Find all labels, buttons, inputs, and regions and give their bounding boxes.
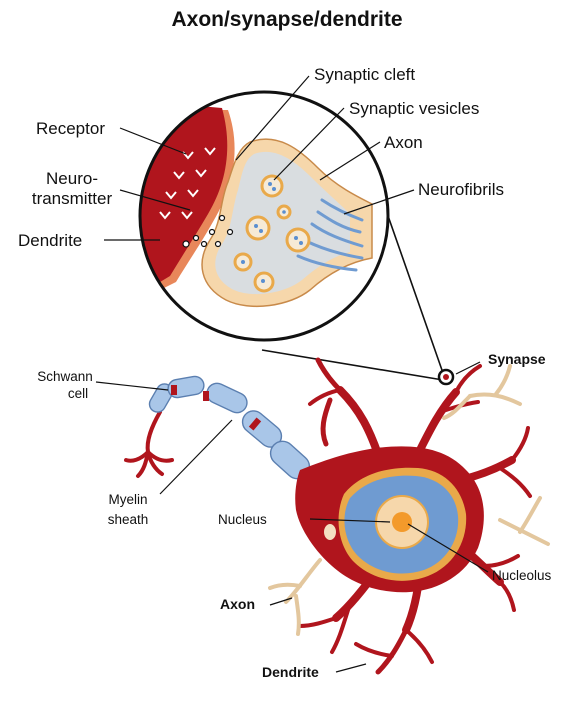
hillock-process bbox=[324, 524, 336, 540]
label-receptor: Receptor bbox=[36, 119, 105, 138]
label-myelin-line2: sheath bbox=[108, 512, 149, 527]
label-axon-top: Axon bbox=[384, 133, 423, 152]
axon-terminal-branches bbox=[126, 412, 172, 476]
magnified-synapse bbox=[130, 80, 410, 360]
label-neuro-line1: Neuro- bbox=[46, 169, 98, 188]
nucleolus bbox=[392, 512, 412, 532]
label-neuro-line2: transmitter bbox=[32, 189, 113, 208]
label-neurofibrils: Neurofibrils bbox=[418, 180, 504, 199]
label-synaptic-cleft: Synaptic cleft bbox=[314, 65, 415, 84]
label-myelin-line1: Myelin bbox=[108, 492, 147, 507]
label-nucleus: Nucleus bbox=[218, 512, 267, 527]
synapse-marker-core bbox=[443, 374, 449, 380]
label-dendrite-top: Dendrite bbox=[18, 231, 82, 250]
label-synaptic-vesicles: Synaptic vesicles bbox=[349, 99, 479, 118]
label-schwann-line2: cell bbox=[68, 386, 88, 401]
label-synapse: Synapse bbox=[488, 351, 546, 367]
label-schwann-line1: Schwann bbox=[37, 369, 93, 384]
label-nucleolus: Nucleolus bbox=[492, 568, 552, 583]
diagram-title: Axon/synapse/dendrite bbox=[0, 8, 574, 32]
label-dendrite-bottom: Dendrite bbox=[262, 664, 319, 680]
label-axon-bottom: Axon bbox=[220, 596, 255, 612]
